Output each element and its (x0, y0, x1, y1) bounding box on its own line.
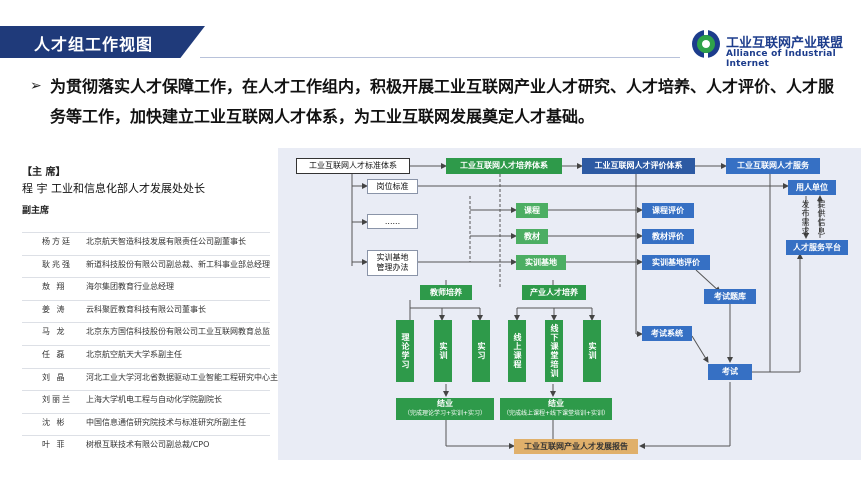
vice-chair-row: 任 磊 北京航空航天大学系副主任 (22, 349, 272, 369)
vice-chair-row: 刘 晶 河北工业大学河北省数据驱动工业智能工程研究中心主任 (22, 372, 286, 392)
completion-a-label: 结业 (437, 399, 453, 408)
vice-chair-name: 姜 涛 (42, 305, 67, 314)
vice-chair-row: 耿兆强 新道科技股份有限公司副总裁、新工科事业部总经理 (22, 259, 272, 279)
completion-a-note: （完成理论学习+实训+实习） (403, 410, 487, 417)
vice-chair-row: 敖 翔 海尔集团教育行业总经理 (22, 281, 272, 301)
row-divider (22, 435, 270, 436)
practical-a-box: 实训 (434, 320, 452, 382)
vice-chair-name: 沈 彬 (42, 418, 67, 427)
aii-logo-icon (692, 29, 720, 59)
row-divider (22, 300, 270, 301)
talent-report-box: 工业互联网产业人才发展报告 (514, 439, 638, 454)
vice-chair-name: 马 龙 (42, 327, 67, 336)
industry-training-box: 产业人才培养 (522, 285, 586, 300)
chair-name: 程 宇 工业和信息化部人才发展处处长 (22, 182, 205, 195)
teacher-training-box: 教师培养 (420, 285, 472, 300)
vice-chair-name: 杨方廷 (42, 237, 72, 246)
exam-bank-box: 考试题库 (704, 289, 756, 304)
bullet-arrow-icon: ➢ (30, 78, 42, 94)
training-base-box: 实训基地 (516, 255, 566, 270)
vice-chair-row: 马 龙 北京东方国信科技股份有限公司工业互联网教育总监 (22, 326, 272, 346)
service-platform-box: 人才服务平台 (786, 240, 848, 255)
vice-chair-title: 海尔集团教育行业总经理 (86, 282, 174, 291)
vice-chair-row: 杨方廷 北京航天智造科技发展有限责任公司副董事长 (22, 236, 272, 256)
practical-b-box: 实训 (583, 320, 601, 382)
vice-chair-name: 刘 晶 (42, 373, 67, 382)
material-eval-box: 教材评价 (642, 229, 694, 244)
vice-chair-title: 北京航天智造科技发展有限责任公司副董事长 (86, 237, 246, 246)
standard-system-box: 工业互联网人才标准体系 (296, 158, 410, 174)
exam-system-box: 考试系统 (642, 326, 692, 341)
vice-chair-row: 刘丽兰 上海大学机电工程与自动化学院副院长 (22, 394, 272, 414)
course-eval-box: 课程评价 (642, 203, 694, 218)
page-title: 人才组工作视图 (34, 35, 154, 54)
row-divider (22, 322, 270, 323)
completion-b-label: 结业 (548, 399, 564, 408)
employer-box: 用人单位 (788, 180, 836, 195)
vice-chair-name: 叶 菲 (42, 440, 67, 449)
base-rules-box: 实训基地 管理办法 (367, 250, 418, 276)
vice-chair-name: 任 磊 (42, 350, 67, 359)
row-divider (22, 232, 270, 233)
vice-chair-row: 叶 菲 树根互联技术有限公司副总裁/CPO (22, 439, 272, 459)
vice-chair-label: 副主席 (22, 206, 50, 216)
theory-box: 理论学习 (396, 320, 414, 382)
post-standard-box: 岗位标准 (367, 179, 418, 194)
vice-chair-title: 新道科技股份有限公司副总裁、新工科事业部总经理 (86, 260, 270, 269)
exam-box: 考试 (708, 364, 752, 380)
vice-chair-name: 敖 翔 (42, 282, 67, 291)
vice-chair-title: 上海大学机电工程与自动化学院副院长 (86, 395, 222, 404)
completion-b-box: 结业 （完成线上课程+线下课堂培训+实训） (500, 398, 612, 420)
vice-chair-title: 河北工业大学河北省数据驱动工业智能工程研究中心主任 (86, 373, 286, 382)
vice-chair-row: 沈 彬 中国信息通信研究院技术与标准研究所副主任 (22, 417, 272, 437)
row-divider (22, 390, 270, 391)
material-box: 教材 (516, 229, 548, 244)
row-divider (22, 255, 270, 256)
vice-chair-title: 北京东方国信科技股份有限公司工业互联网教育总监 (86, 327, 270, 336)
training-system-box: 工业互联网人才培养体系 (446, 158, 562, 174)
completion-b-note: （完成线上课程+线下课堂培训+实训） (502, 410, 610, 417)
row-divider (22, 413, 270, 414)
vice-chair-title: 中国信息通信研究院技术与标准研究所副主任 (86, 418, 246, 427)
service-system-box: 工业互联网人才服务 (726, 158, 820, 174)
chair-label: 【主 席】 (22, 167, 66, 178)
vice-chair-title: 云科聚匠教育科技有限公司董事长 (86, 305, 206, 314)
vice-chair-title: 北京航空航天大学系副主任 (86, 350, 182, 359)
completion-a-box: 结业 （完成理论学习+实训+实习） (396, 398, 494, 420)
feedback-info-label: 提供信息 (817, 200, 826, 236)
internship-box: 实习 (472, 320, 490, 382)
title-banner (0, 26, 205, 58)
intro-paragraph: 为贯彻落实人才保障工作，在人才工作组内，积极开展工业互联网产业人才研究、人才培养… (50, 77, 835, 126)
row-divider (22, 368, 270, 369)
title-divider (200, 57, 680, 58)
vice-chair-name: 耿兆强 (42, 260, 72, 269)
ellipsis-box: ...... (367, 214, 418, 229)
vice-chair-title: 树根互联技术有限公司副总裁/CPO (86, 440, 210, 449)
row-divider (22, 277, 270, 278)
offline-class-box: 线下课堂培训 (545, 320, 563, 382)
logo-text-cn: 工业互联网产业联盟 (726, 36, 844, 51)
course-box: 课程 (516, 203, 548, 218)
row-divider (22, 345, 270, 346)
vice-chair-row: 姜 涛 云科聚匠教育科技有限公司董事长 (22, 304, 272, 324)
base-eval-box: 实训基地评价 (642, 255, 710, 270)
evaluation-system-box: 工业互联网人才评价体系 (582, 158, 695, 174)
online-course-box: 线上课程 (508, 320, 526, 382)
vice-chair-name: 刘丽兰 (42, 395, 72, 404)
publish-demand-label: 发布需求 (801, 200, 810, 236)
logo-text-en: Alliance of Industrial Internet (726, 49, 836, 69)
leaders-panel (15, 160, 270, 470)
